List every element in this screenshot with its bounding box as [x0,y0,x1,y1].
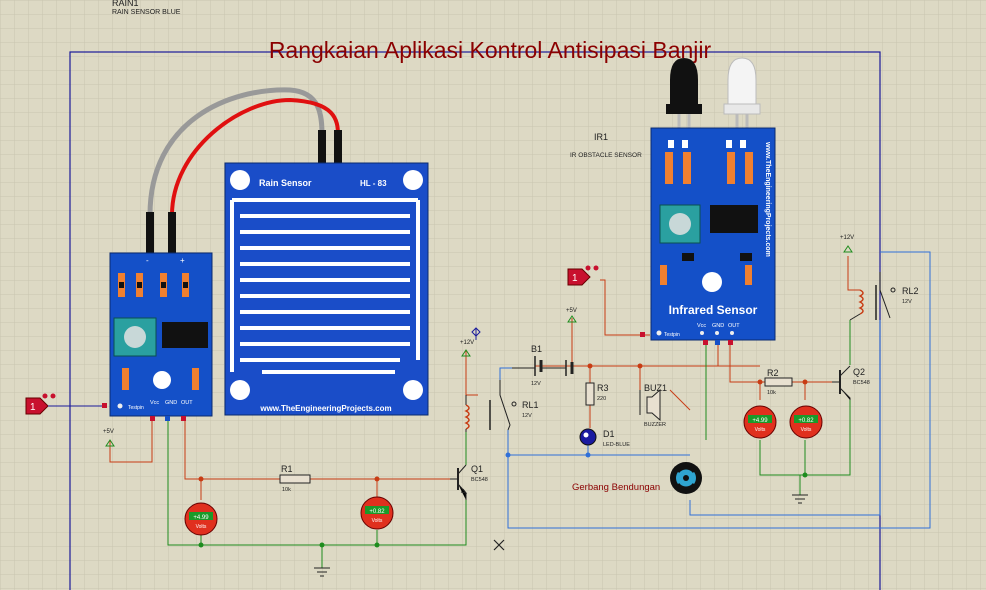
junction-dots-red [198,363,808,482]
svg-text:Volts: Volts [372,518,383,524]
svg-text:10k: 10k [767,390,776,396]
svg-text:+12V: +12V [840,235,854,241]
svg-text:B1: B1 [531,344,542,354]
rain-plate-model: HL - 83 [360,179,387,188]
wires-red [109,256,860,500]
terminal-right-label: 1 [572,273,578,284]
svg-text:+0.82: +0.82 [369,509,385,515]
rain-plate-website: www.TheEngineeringProjects.com [259,404,391,413]
svg-text:RL1: RL1 [522,400,539,410]
no-connect-marker [493,539,505,551]
transistor-q1[interactable]: Q1 BC548 [450,464,488,500]
battery-b1[interactable]: B1 12V [512,344,574,387]
voltmeter-vm4[interactable]: +0.82 Volts [789,405,823,439]
resistor-r3[interactable]: R3 220 [585,382,609,406]
rain-plate-label: Rain Sensor [259,178,312,188]
svg-text:BUZ1: BUZ1 [644,383,667,393]
power-12v-right: +12V [840,235,854,253]
motor-label: Gerbang Bendungan [572,482,660,493]
cable-plug-3 [318,130,326,172]
junction-dots-blue [505,452,591,458]
buzzer-buz1[interactable]: BUZ1 BUZZER [639,383,667,428]
voltmeter-vm1[interactable]: +4.99 Volts [184,502,218,536]
rain-module-testpin: Testpin [128,405,144,411]
resistor-r2[interactable]: R2 10k [764,368,793,396]
svg-text:LED-BLUE: LED-BLUE [603,442,630,448]
ir-module-label: Infrared Sensor [669,303,758,317]
cable-plug-4 [334,130,342,172]
svg-text:BC548: BC548 [471,477,488,483]
svg-text:+: + [180,256,185,265]
rain-module-value: RAIN SENSOR BLUE [112,9,181,16]
probe-marker [471,327,481,340]
svg-text:10k: 10k [282,487,291,493]
svg-text:Volts: Volts [801,427,812,433]
svg-text:BUZZER: BUZZER [644,422,666,428]
cable-plug-2 [168,212,176,257]
ir-module-website: www.TheEngineeringProjects.com [764,141,771,257]
junction-dots [198,472,808,548]
rain-sensor-plate[interactable]: Rain Sensor HL - 83 www.TheEngineeringPr… [224,162,429,416]
motor-gate[interactable]: Gerbang Bendungan [572,462,702,494]
svg-text:+4.99: +4.99 [193,515,209,521]
ir-pin-vcc: Vcc [697,323,706,329]
resistor-r1[interactable]: R1 10k [279,464,311,493]
voltmeter-vm3[interactable]: +4.99 Volts [743,405,777,439]
svg-text:Q2: Q2 [853,367,865,377]
svg-text:12V: 12V [902,299,912,305]
ir-pin-gnd: GND [712,323,724,329]
cable-plug-1 [146,212,154,257]
rain-sensor-module[interactable]: - + Testpin Vcc GND OUT [109,252,213,421]
ir-module-testpin: Testpin [664,332,680,338]
svg-text:+5V: +5V [566,308,577,314]
svg-text:12V: 12V [522,413,532,419]
ir-pin-out: OUT [728,323,740,329]
ir-module-value: IR OBSTACLE SENSOR [570,152,642,159]
voltmeter-vm2[interactable]: +0.82 Volts [360,496,394,530]
ir-module-ref: IR1 [594,132,608,142]
svg-text:RL2: RL2 [902,286,919,296]
infrared-sensor-module[interactable]: IR1 IR OBSTACLE SENSOR Infrared Sens [570,57,776,345]
ground-symbols [314,494,808,577]
page-title: Rangkaian Aplikasi Kontrol Antisipasi Ba… [269,37,712,63]
power-5v-mid: +5V [566,308,577,323]
cable-grey [147,87,325,216]
led-d1[interactable]: D1 LED-BLUE [579,428,630,448]
logic-terminal-right[interactable]: 1 [567,265,645,338]
power-5v-left: +5V [103,429,115,447]
relay-rl2[interactable]: RL2 12V [849,272,919,321]
svg-text:-: - [146,256,149,265]
transistor-q2[interactable]: Q2 BC548 [832,365,870,400]
power-12v-left: +12V [460,340,474,357]
svg-text:R2: R2 [767,368,779,378]
svg-text:220: 220 [597,396,606,402]
svg-text:+4.99: +4.99 [752,418,768,424]
svg-text:Q1: Q1 [471,464,483,474]
logic-terminal-left[interactable]: 1 [25,393,107,415]
terminal-left-label: 1 [30,402,36,413]
rain-pin-gnd: GND [165,400,177,406]
svg-text:BC548: BC548 [853,380,870,386]
svg-text:R1: R1 [281,464,293,474]
svg-text:R3: R3 [597,383,609,393]
svg-text:+5V: +5V [103,429,114,435]
relay-rl1[interactable]: RL1 12V [464,380,539,432]
svg-text:Volts: Volts [196,524,207,530]
rain-module-ref: RAIN1 [112,0,139,8]
rain-pin-vcc: Vcc [150,400,159,406]
svg-text:+12V: +12V [460,340,474,346]
cable-red [170,97,340,216]
svg-text:D1: D1 [603,429,615,439]
svg-text:+0.82: +0.82 [798,418,814,424]
svg-text:Volts: Volts [755,427,766,433]
svg-text:12V: 12V [531,381,541,387]
rain-pin-out: OUT [181,400,193,406]
